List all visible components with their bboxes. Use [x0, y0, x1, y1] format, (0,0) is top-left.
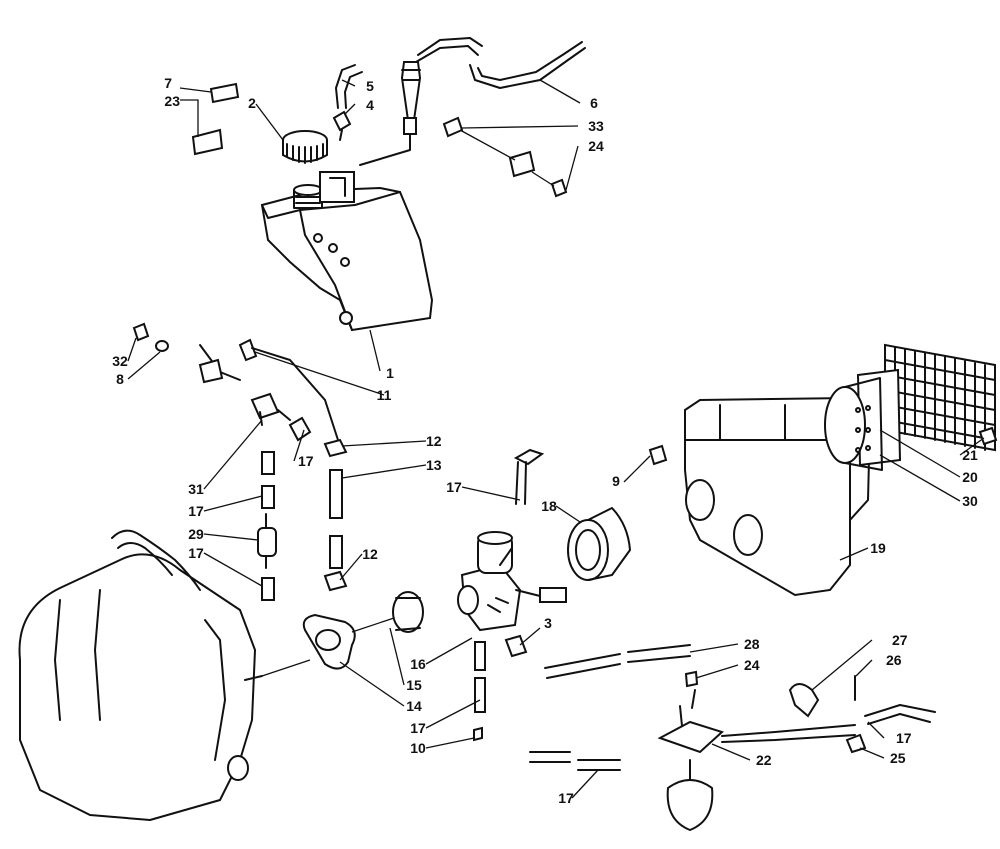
callout-20: 20: [962, 469, 978, 485]
callout-21: 21: [962, 447, 978, 463]
callout-13: 13: [426, 457, 442, 473]
intake-flange: [261, 591, 424, 677]
callout-17-carb-bottom: 17: [410, 720, 426, 736]
callout-9: 9: [612, 473, 620, 489]
callout-1: 1: [386, 365, 394, 381]
decals: [191, 82, 240, 156]
callout-7: 7: [164, 75, 172, 91]
mounting-hardware: [442, 116, 568, 198]
callout-17-right: 17: [896, 730, 912, 746]
callout-3: 3: [544, 615, 552, 631]
callout-17-filter-top: 17: [188, 503, 204, 519]
callout-26: 26: [886, 652, 902, 668]
callout-6: 6: [590, 95, 598, 111]
callout-labels: 7 23 2 5 4 6 33 24 32 8 1 11 12 13 17 31…: [112, 75, 978, 806]
callout-27: 27: [892, 632, 908, 648]
carb-hoses: [473, 448, 545, 742]
fuel-valve-assembly: [132, 322, 339, 442]
air-silencer-box: [648, 396, 872, 597]
callout-12-top: 12: [426, 433, 442, 449]
fuel-tank: [260, 171, 434, 332]
filler-cap: [282, 130, 328, 164]
callout-17-valve: 17: [298, 453, 314, 469]
callout-24-top: 24: [588, 138, 604, 154]
inline-fuel-filter: [257, 451, 277, 601]
callout-10: 10: [410, 740, 426, 756]
callout-2: 2: [248, 95, 256, 111]
vent-hose: [332, 64, 363, 141]
air-intake-boot: [567, 507, 631, 581]
callout-25: 25: [890, 750, 906, 766]
callout-12-bottom: 12: [362, 546, 378, 562]
callout-32: 32: [112, 353, 128, 369]
callout-8: 8: [116, 371, 124, 387]
callout-22: 22: [756, 752, 772, 768]
callout-4: 4: [366, 97, 374, 113]
callout-24-bottom: 24: [744, 657, 760, 673]
fuel-hose-vertical: [323, 438, 348, 592]
callout-17-bottom: 17: [558, 790, 574, 806]
callout-11: 11: [377, 387, 392, 403]
engine-block: [18, 529, 263, 821]
leader-lines: [127, 79, 985, 799]
callout-16: 16: [410, 656, 426, 672]
callout-18: 18: [541, 498, 557, 514]
callout-28: 28: [744, 636, 760, 652]
callout-17-filter-bottom: 17: [188, 545, 204, 561]
right-fitting-group: [788, 675, 936, 754]
carburetor: [457, 531, 567, 632]
callout-15: 15: [406, 677, 422, 693]
callout-17-carb-top: 17: [446, 479, 462, 495]
callout-29: 29: [188, 526, 204, 542]
callout-5: 5: [366, 78, 374, 94]
callout-14: 14: [406, 698, 422, 714]
callout-30: 30: [962, 493, 978, 509]
callout-31: 31: [188, 481, 204, 497]
callout-19: 19: [870, 540, 886, 556]
fuel-gauge-sender: [359, 37, 586, 166]
callout-23: 23: [164, 93, 180, 109]
pulse-hose-assembly: [529, 644, 856, 832]
intake-screen: [824, 343, 998, 471]
callout-33: 33: [588, 118, 604, 134]
